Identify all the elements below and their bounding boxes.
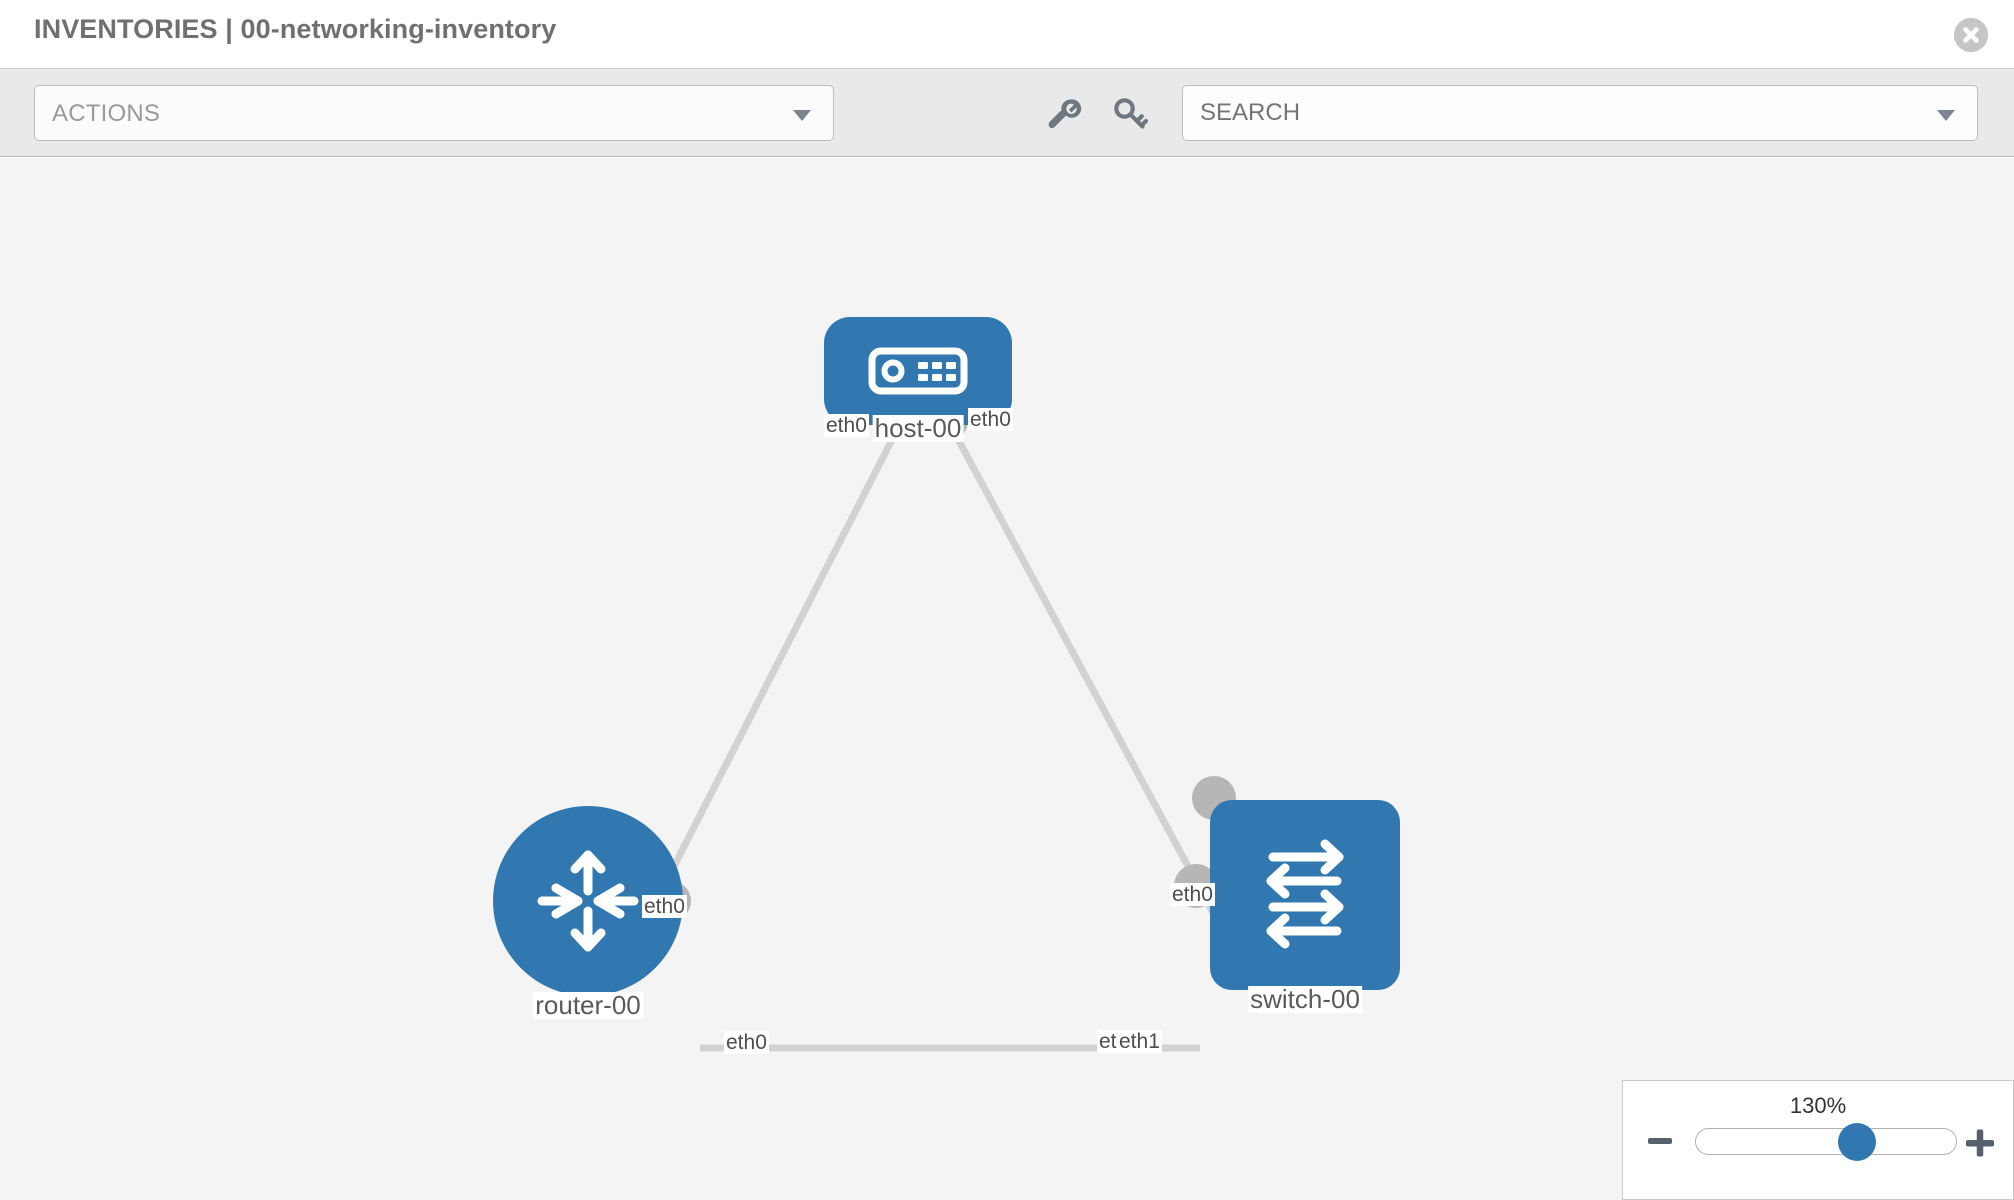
switch-node-shape bbox=[1210, 800, 1400, 990]
interface-label-switch-left-b: eth1 bbox=[1117, 1030, 1162, 1054]
zoom-slider-thumb[interactable] bbox=[1838, 1123, 1876, 1161]
zoom-control-panel: 130% bbox=[1622, 1080, 2014, 1200]
key-icon[interactable] bbox=[1108, 92, 1152, 136]
host-node-shape bbox=[824, 317, 1012, 425]
interface-label-router-right: eth0 bbox=[724, 1031, 769, 1055]
actions-dropdown-label: ACTIONS bbox=[52, 100, 161, 127]
actions-dropdown[interactable]: ACTIONS bbox=[34, 85, 834, 141]
plus-icon[interactable] bbox=[1965, 1128, 1995, 1163]
page-header: INVENTORIES | 00-networking-inventory bbox=[0, 0, 2014, 69]
minus-icon[interactable] bbox=[1647, 1128, 1673, 1159]
router-icon bbox=[537, 850, 639, 952]
node-label-switch-00: switch-00 bbox=[1248, 984, 1362, 1014]
zoom-slider[interactable] bbox=[1695, 1123, 1957, 1161]
node-label-router-00: router-00 bbox=[533, 990, 643, 1020]
node-switch-00[interactable]: switch-00 bbox=[1174, 776, 1400, 1014]
topology-links bbox=[664, 426, 1236, 1052]
node-label-host-00: host-00 bbox=[872, 413, 964, 443]
wrench-icon[interactable] bbox=[1040, 92, 1084, 136]
server-icon bbox=[868, 347, 968, 395]
zoom-level-label: 130% bbox=[1789, 1093, 1847, 1118]
page-title: INVENTORIES | 00-networking-inventory bbox=[34, 14, 557, 44]
node-host-00[interactable]: host-00 bbox=[824, 317, 1012, 443]
interface-label-router-up: eth0 bbox=[642, 895, 687, 919]
search-box[interactable] bbox=[1182, 85, 1978, 141]
close-icon[interactable] bbox=[1954, 18, 1988, 52]
interface-label-switch-up: eth0 bbox=[1170, 883, 1215, 907]
chevron-down-icon bbox=[793, 110, 811, 121]
interface-label-host-left: eth0 bbox=[824, 414, 869, 438]
chevron-down-icon[interactable] bbox=[1937, 110, 1955, 121]
topology-canvas[interactable]: host-00 eth0 eth0 bbox=[0, 158, 2014, 1200]
switch-icon bbox=[1266, 839, 1344, 949]
router-node-shape bbox=[493, 806, 683, 996]
search-input[interactable] bbox=[1183, 86, 1977, 140]
interface-label-host-right: eth0 bbox=[968, 408, 1013, 432]
